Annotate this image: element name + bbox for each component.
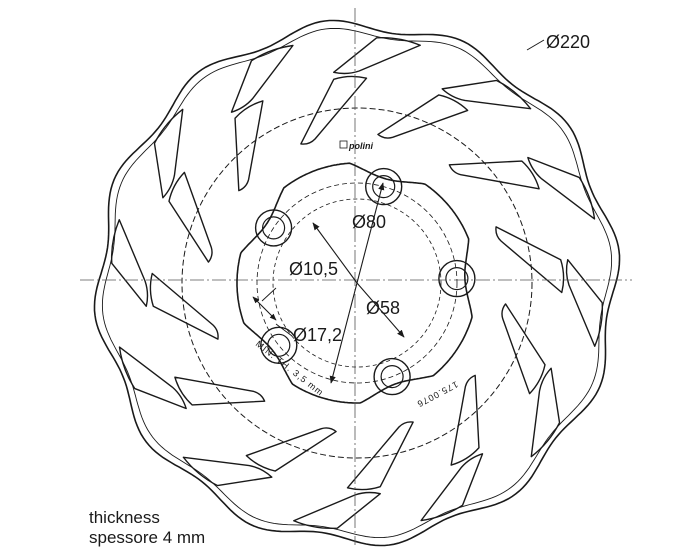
outer-vent-slots (110, 36, 604, 530)
outer-vent-slot (118, 346, 187, 410)
inner-vent-slot (501, 303, 546, 395)
inner-vent-slot (168, 171, 213, 263)
inner-vent-slot (495, 226, 565, 294)
inner-vent-slot (300, 75, 368, 145)
hole-outer-ring (373, 357, 411, 396)
outer-leader (526, 39, 545, 51)
outer-vent-slot (565, 259, 604, 347)
inner-leader-lower (356, 282, 405, 338)
hole-bore (372, 175, 396, 199)
outer-diameter-label: Ø220 (546, 32, 590, 52)
inner-diameter-label: Ø58 (366, 298, 400, 318)
pcd-circle (256, 182, 458, 384)
outer-vent-slot (441, 79, 532, 110)
disc-outer-profile (93, 19, 621, 547)
inner-vent-slot (450, 374, 480, 466)
braking-surface-inner-edge (181, 107, 533, 459)
logo-text: polini (348, 141, 373, 151)
inner-leader-upper (312, 222, 358, 284)
inner-vent-slot (377, 94, 469, 139)
disc-outer-chamfer (101, 27, 613, 539)
thickness-note: thickness spessore 4 mm (89, 508, 205, 548)
hole-outer-label: Ø17,2 (293, 325, 342, 345)
hole-diameter-line (252, 296, 277, 321)
hole-bore (262, 216, 286, 240)
hub-opening-profile (236, 162, 473, 404)
hole-bore (267, 333, 291, 357)
outer-vent-slot (333, 36, 421, 75)
outer-vent-slot (293, 491, 381, 530)
pcd-leader-lower (329, 282, 358, 384)
polini-logo: polini (339, 140, 373, 151)
inner-vent-slots (149, 75, 565, 491)
outer-vent-slot (527, 156, 596, 220)
outer-vent-slot (110, 219, 149, 307)
outer-vent-slot (153, 108, 184, 199)
inner-vent-slot (234, 100, 264, 192)
hole-bore (380, 365, 404, 389)
part-number-engraving: 175.0076 (415, 379, 460, 409)
outer-vent-slot (182, 456, 273, 487)
hole-outer-ring (254, 209, 293, 247)
inner-vent-slot (149, 272, 219, 340)
inner-circle (272, 198, 442, 368)
hole-diameter-label: Ø10,5 (289, 259, 338, 279)
pcd-label: Ø80 (352, 212, 386, 232)
inner-vent-slot (245, 427, 337, 472)
outer-vent-slot (530, 367, 561, 458)
thickness-note-it: spessore 4 mm (89, 528, 206, 547)
inner-vent-slot (174, 376, 266, 406)
hole-outer-ring (365, 167, 403, 206)
hole-bore (445, 267, 469, 291)
inner-vent-slot (346, 421, 414, 491)
pcd-leader-upper (356, 182, 385, 284)
mounting-holes (254, 167, 476, 396)
thickness-note-en: thickness (89, 508, 160, 527)
outer-vent-slot (230, 44, 294, 113)
hole-outer-ring (438, 259, 476, 298)
outer-vent-slot (420, 453, 484, 522)
hole-outer-leader (275, 323, 293, 337)
hole-outer-ring (260, 326, 298, 364)
inner-vent-slot (448, 160, 540, 190)
hole-leader (261, 287, 277, 302)
